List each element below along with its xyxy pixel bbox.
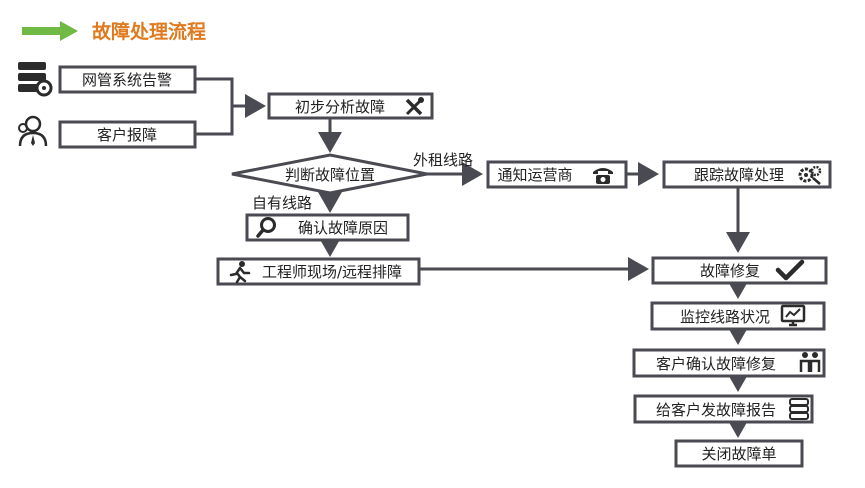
node-customer-confirm: 客户确认故障修复 bbox=[632, 348, 826, 378]
node-monitor-status: 监控线路状况 bbox=[650, 301, 826, 331]
green-arrowhead-icon bbox=[60, 21, 78, 41]
node-initial-analysis: 初步分析故障 bbox=[267, 92, 434, 120]
magnifier-icon bbox=[256, 217, 276, 238]
tools-icon bbox=[405, 97, 424, 116]
node-notify-carrier-label: 通知运营商 bbox=[497, 166, 572, 184]
edge-report-analysis bbox=[195, 106, 234, 136]
node-onsite-remote-label: 工程师现场/远程排障 bbox=[262, 263, 402, 281]
user-group-icon bbox=[18, 115, 48, 147]
edge-label-external: 外租线路 bbox=[413, 151, 473, 169]
edges: 外租线路 自有线路 bbox=[195, 77, 750, 438]
server-stack-icon bbox=[789, 398, 809, 420]
node-notify-carrier: 通知运营商 bbox=[486, 160, 628, 189]
checkmark-icon bbox=[775, 259, 805, 281]
node-judge-location: 判断故障位置 bbox=[231, 153, 428, 195]
node-close-ticket-label: 关闭故障单 bbox=[701, 445, 776, 463]
node-initial-analysis-label: 初步分析故障 bbox=[295, 98, 385, 116]
running-person-icon bbox=[229, 261, 251, 284]
node-monitor-status-label: 监控线路状况 bbox=[680, 308, 770, 326]
monitor-chart-icon bbox=[780, 304, 806, 327]
node-close-ticket: 关闭故障单 bbox=[674, 439, 804, 468]
telephone-icon bbox=[593, 168, 613, 184]
node-track-processing: 跟踪故障处理 bbox=[662, 160, 832, 189]
node-track-processing-label: 跟踪故障处理 bbox=[694, 166, 784, 184]
edge-alarm-analysis bbox=[195, 77, 266, 118]
node-fault-repair-label: 故障修复 bbox=[700, 262, 760, 280]
node-customer-confirm-label: 客户确认故障修复 bbox=[656, 355, 776, 373]
edge-label-own: 自有线路 bbox=[252, 194, 312, 212]
node-judge-location-label: 判断故障位置 bbox=[285, 166, 375, 184]
title-group: 故障处理流程 bbox=[22, 20, 206, 43]
node-send-report: 给客户发故障报告 bbox=[633, 394, 814, 424]
node-customer-report: 客户报障 bbox=[58, 120, 197, 149]
server-gear-icon bbox=[18, 62, 53, 97]
node-network-alarm-label: 网管系统告警 bbox=[82, 71, 172, 89]
node-network-alarm: 网管系统告警 bbox=[58, 65, 197, 94]
node-onsite-remote: 工程师现场/远程排障 bbox=[216, 257, 421, 286]
node-confirm-cause: 确认故障原因 bbox=[245, 213, 410, 242]
page-title: 故障处理流程 bbox=[92, 20, 206, 43]
node-fault-repair: 故障修复 bbox=[651, 256, 828, 285]
node-confirm-cause-label: 确认故障原因 bbox=[298, 219, 388, 237]
people-icon bbox=[799, 352, 821, 372]
gears-icon bbox=[798, 165, 822, 185]
node-send-report-label: 给客户发故障报告 bbox=[656, 401, 776, 419]
node-customer-report-label: 客户报障 bbox=[97, 126, 157, 144]
